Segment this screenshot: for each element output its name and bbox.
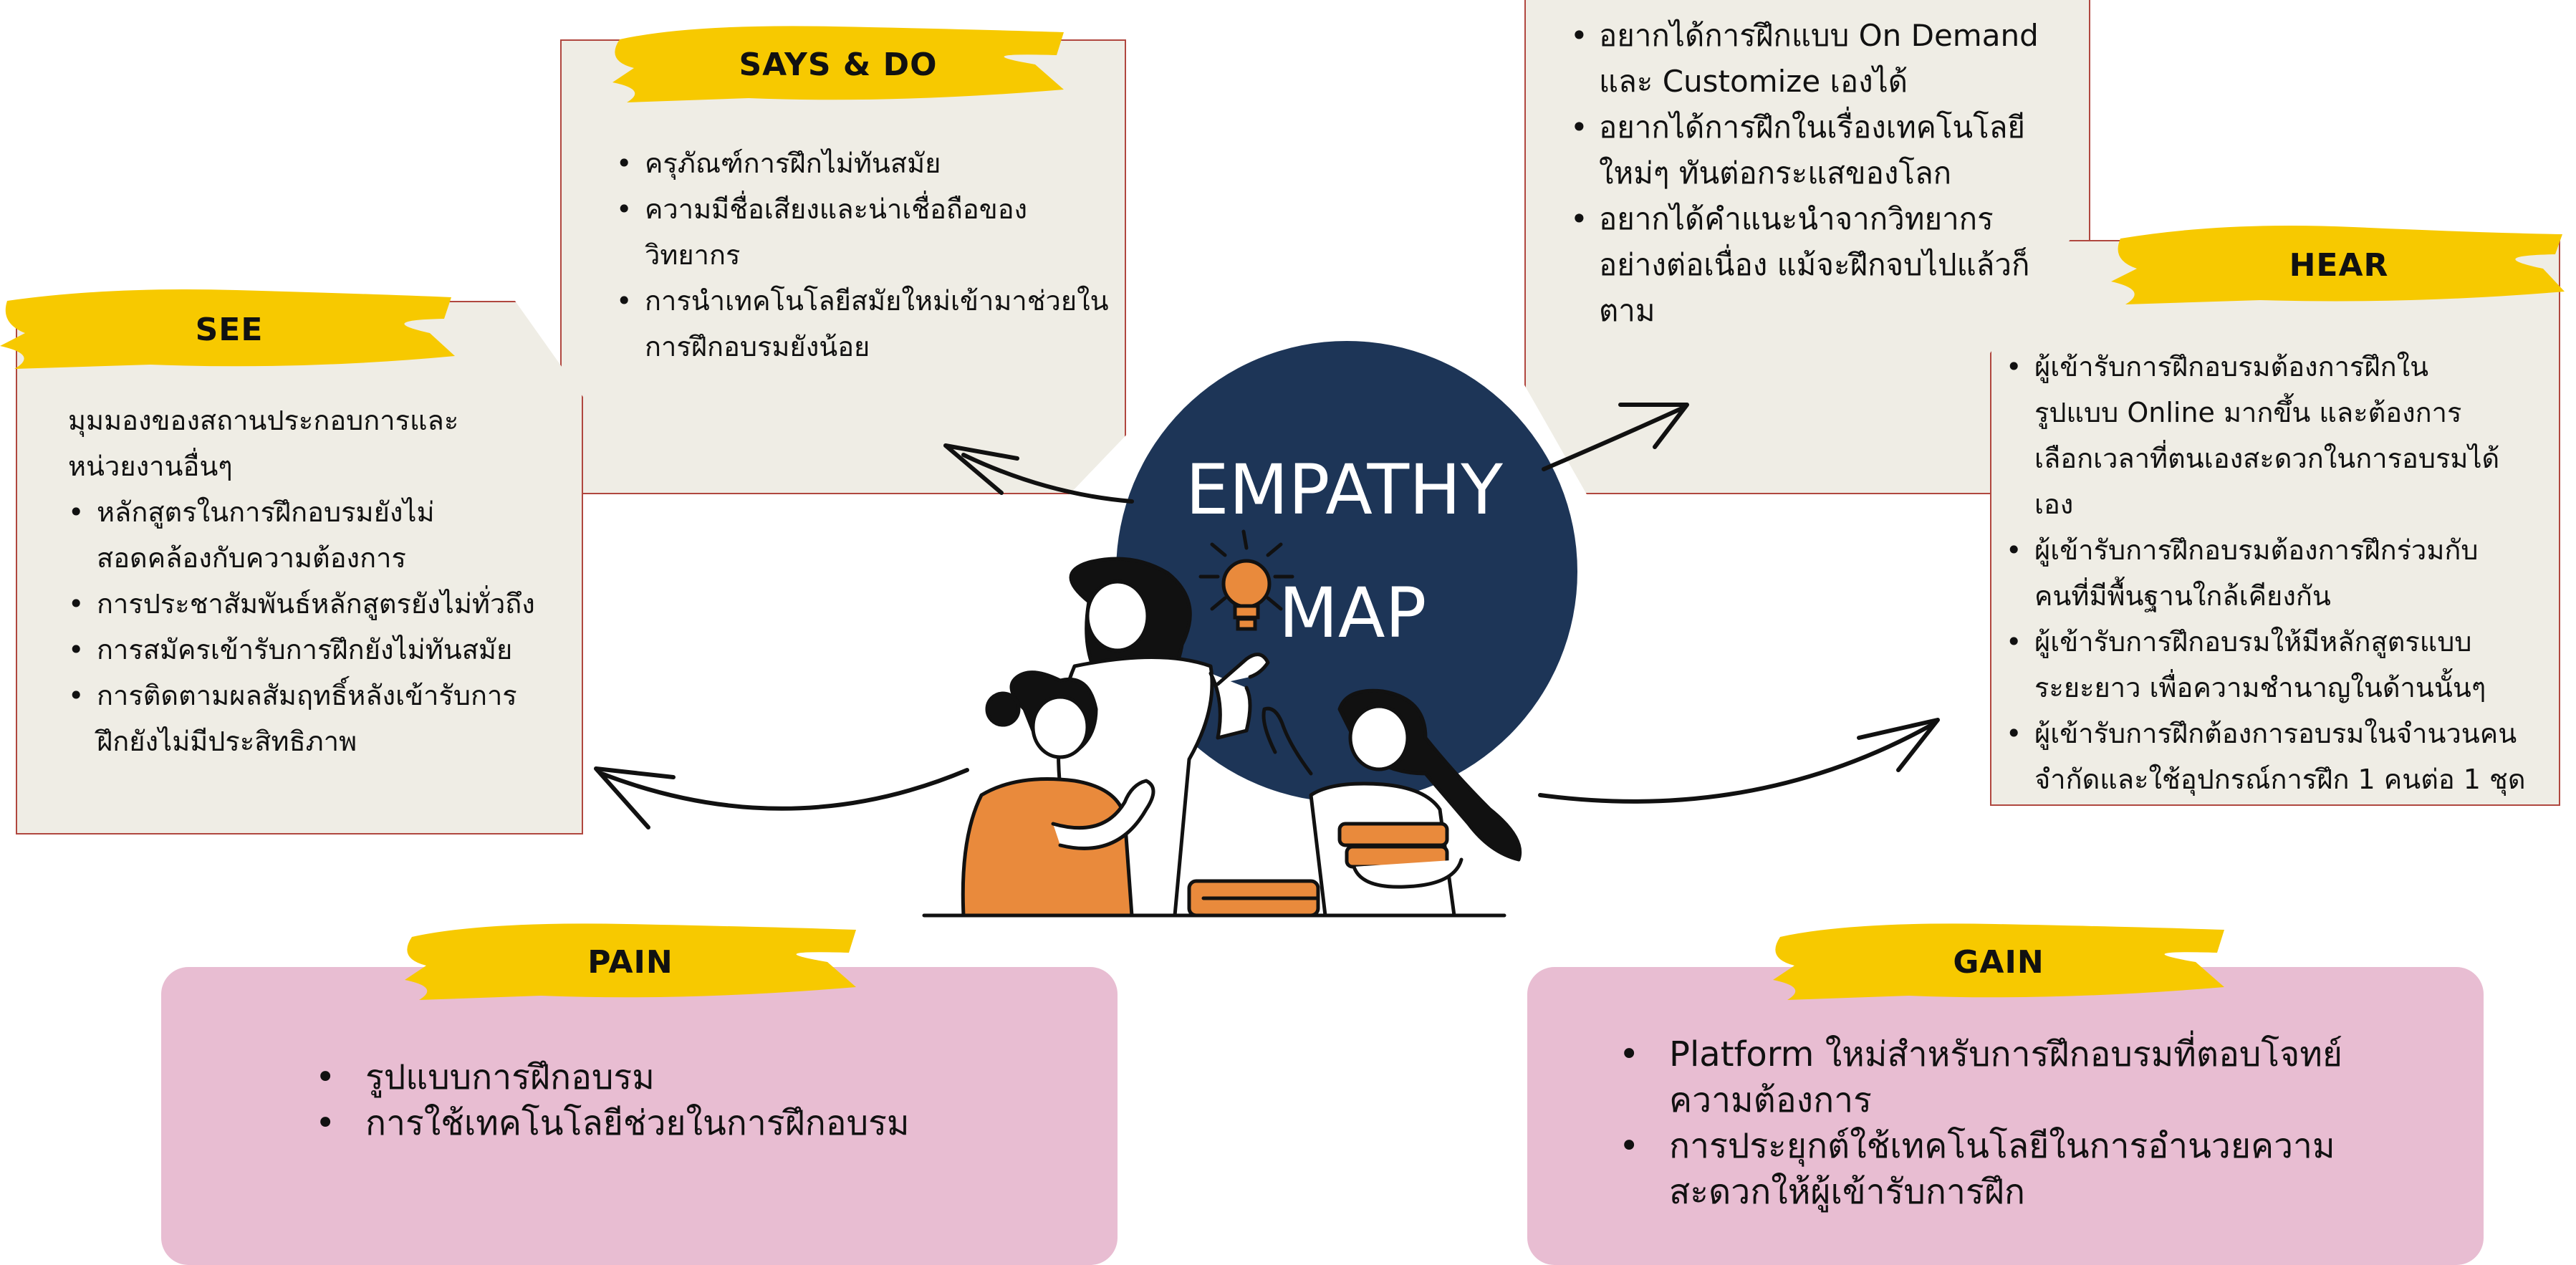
list-item: การติดตามผลสัมฤทธิ์หลังเข้ารับการ ฝึกยัง… [68,673,584,764]
brush-stroke-icon [0,289,455,369]
lightbulb-icon [1198,529,1294,631]
list-item: การใช้เทคโนโลยีช่วยในการฝึกอบรม [308,1100,1096,1146]
arrow-hear [1538,721,1936,804]
pain-label: PAIN [398,908,863,1016]
says-do-title: SAYS & DO [739,46,938,83]
says-do-list: ครุภัณฑ์การฝึกไม่ทันสมัย ความมีชื่อเสียง… [616,140,1118,370]
list-item: ความมีชื่อเสียงและน่าเชื่อถือของ วิทยากร [616,186,1118,278]
center-title-line1: EMPATHY [1186,450,1503,530]
list-item: ผู้เข้ารับการฝึกอบรมให้มีหลักสูตรแบบ ระย… [2006,619,2557,711]
see-text: มุมมองของสถานประกอบการและ หน่วยงานอื่นๆ … [68,398,584,764]
list-item: หลักสูตรในการฝึกอบรมยังไม่ สอดคล้องกับคว… [68,489,584,581]
arrow-hear-head [1857,718,1940,772]
list-item: อยากได้การฝึกในเรื่องเทคโนโลยี ใหม่ๆ ทัน… [1570,105,2086,196]
list-item: ผู้เข้ารับการฝึกต้องการอบรมในจำนวนคน จำก… [2006,711,2557,802]
list-item: การนำเทคโนโลยีสมัยใหม่เข้ามาช่วยใน การฝึ… [616,278,1118,370]
list-item: อยากได้คำแนะนำจากวิทยากร อย่างต่อเนื่อง … [1570,196,2086,334]
pain-list: รูปแบบการฝึกอบรม การใช้เทคโนโลยีช่วยในกา… [308,1054,1096,1146]
arrow-says-do-head [943,443,1019,495]
list-item: Platform ใหม่สำหรับการฝึกอบรมที่ตอบโจทย์… [1612,1031,2471,1123]
three-women-studying-illustration [922,557,1522,918]
see-title: SEE [195,311,264,348]
gain-title: GAIN [1953,943,2044,981]
list-item: การประยุกต์ใช้เทคโนโลยีในการอำนวยความ สะ… [1612,1123,2471,1215]
arrows [594,403,1940,829]
gain-label: GAIN [1766,908,2231,1016]
pain-title: PAIN [587,943,673,981]
hear-list: ผู้เข้ารับการฝึกอบรมต้องการฝึกใน รูปแบบ … [2006,344,2557,802]
see-lead: มุมมองของสถานประกอบการและ หน่วยงานอื่นๆ [68,405,459,482]
think-feel-list: อยากได้การฝึกแบบ On Demand และ Customize… [1570,13,2086,334]
hear-title: HEAR [2289,246,2389,284]
brush-stroke-icon [405,923,856,1000]
says-do-label: SAYS & DO [605,11,1071,118]
gain-list: Platform ใหม่สำหรับการฝึกอบรมที่ตอบโจทย์… [1612,1031,2471,1215]
brush-stroke-icon [2111,226,2565,304]
arrow-see-head [594,766,676,829]
arrow-says-do [961,453,1134,504]
list-item: การประชาสัมพันธ์หลักสูตรยังไม่ทั่วถึง [68,581,584,627]
list-item: ผู้เข้ารับการฝึกอบรมต้องการฝึกร่วมกับ คน… [2006,527,2557,619]
list-item: การสมัครเข้ารับการฝึกยังไม่ทันสมัย [68,627,584,673]
arrow-see [600,768,969,811]
list-item: ครุภัณฑ์การฝึกไม่ทันสมัย [616,140,1118,186]
arrow-think-feel [1542,406,1684,471]
see-label: SEE [0,276,458,383]
list-item: อยากได้การฝึกแบบ On Demand และ Customize… [1570,13,2086,105]
list-item: ผู้เข้ารับการฝึกอบรมต้องการฝึกใน รูปแบบ … [2006,344,2557,527]
hear-label: HEAR [2110,211,2568,319]
brush-stroke-icon [1773,923,2224,1000]
arrow-think-feel-head [1618,403,1689,449]
center-title-line2: MAP [1279,573,1427,653]
see-list: หลักสูตรในการฝึกอบรมยังไม่ สอดคล้องกับคว… [68,489,584,764]
list-item: รูปแบบการฝึกอบรม [308,1054,1096,1100]
brush-stroke-icon [612,26,1064,102]
